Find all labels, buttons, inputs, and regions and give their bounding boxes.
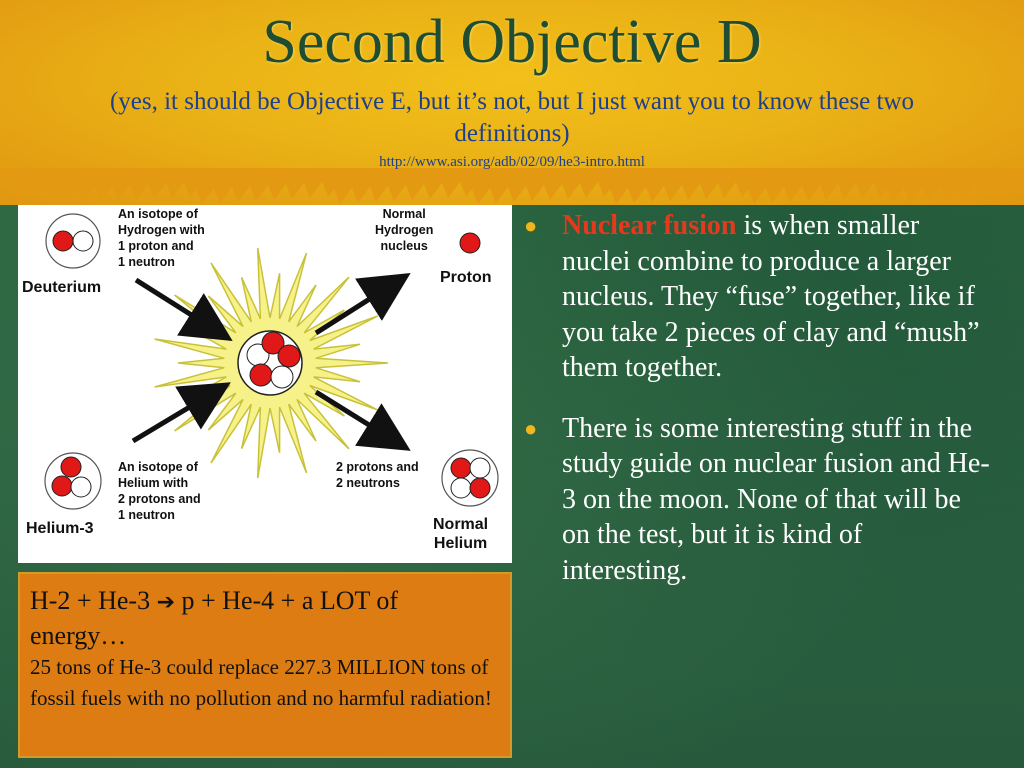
arrow-helium3-in xyxy=(131,382,231,444)
bullet-list: ● Nuclear fusion is when smaller nuclei … xyxy=(524,208,994,613)
proton-label: Proton xyxy=(440,269,492,286)
deuterium-nucleus-icon xyxy=(45,213,101,269)
deuterium-description: An isotope of Hydrogen with 1 proton and… xyxy=(118,207,205,269)
arrow-helium-out xyxy=(314,389,411,451)
fusion-diagram-graphic xyxy=(44,213,499,510)
proton-description: Normal Hydrogen nucleus xyxy=(375,207,434,253)
helium4-nucleus-icon xyxy=(441,449,499,507)
page-subtitle: (yes, it should be Objective E, but it’s… xyxy=(109,88,915,147)
helium4-description: 2 protons and 2 neutrons xyxy=(336,460,419,490)
proton-icon xyxy=(459,232,481,254)
bullet-item: ● Nuclear fusion is when smaller nuclei … xyxy=(524,208,994,386)
bullet-icon: ● xyxy=(524,213,538,238)
bullet-item: ● There is some interesting stuff in the… xyxy=(524,411,994,589)
equation-left: H-2 + He-3 xyxy=(30,586,151,615)
equation-right: p + He-4 + a LOT of energy… xyxy=(30,586,399,650)
arrow-deuterium-in xyxy=(134,277,233,342)
right-arrow-icon: ➔ xyxy=(156,590,176,615)
arrow-proton-out xyxy=(314,272,411,336)
deuterium-label: Deuterium xyxy=(22,279,102,296)
center-nucleus-icon xyxy=(237,330,303,396)
fusion-diagram: An isotope of Hydrogen with 1 proton and… xyxy=(18,205,512,563)
bullet-icon: ● xyxy=(524,415,538,441)
helium3-label: Helium-3 xyxy=(26,520,94,537)
energy-equation-box: H-2 + He-3 ➔ p + He-4 + a LOT of energy…… xyxy=(18,572,512,758)
helium4-label: Normal Helium xyxy=(433,516,489,552)
term-highlight: Nuclear fusion xyxy=(562,210,737,241)
bullet-text: is when smaller nuclei combine to produc… xyxy=(562,210,980,383)
helium3-nucleus-icon xyxy=(44,452,102,510)
bullet-text: There is some interesting stuff in the s… xyxy=(562,412,990,586)
energy-note: 25 tons of He-3 could replace 227.3 MILL… xyxy=(30,655,492,710)
header-grass-edge xyxy=(0,168,1024,204)
fusion-equation: H-2 + He-3 ➔ p + He-4 + a LOT of energy… xyxy=(30,584,500,652)
page-title: Second Objective D xyxy=(262,8,762,76)
source-url[interactable]: http://www.asi.org/adb/02/09/he3-intro.h… xyxy=(379,154,645,170)
helium3-description: An isotope of Helium with 2 protons and … xyxy=(118,460,201,522)
